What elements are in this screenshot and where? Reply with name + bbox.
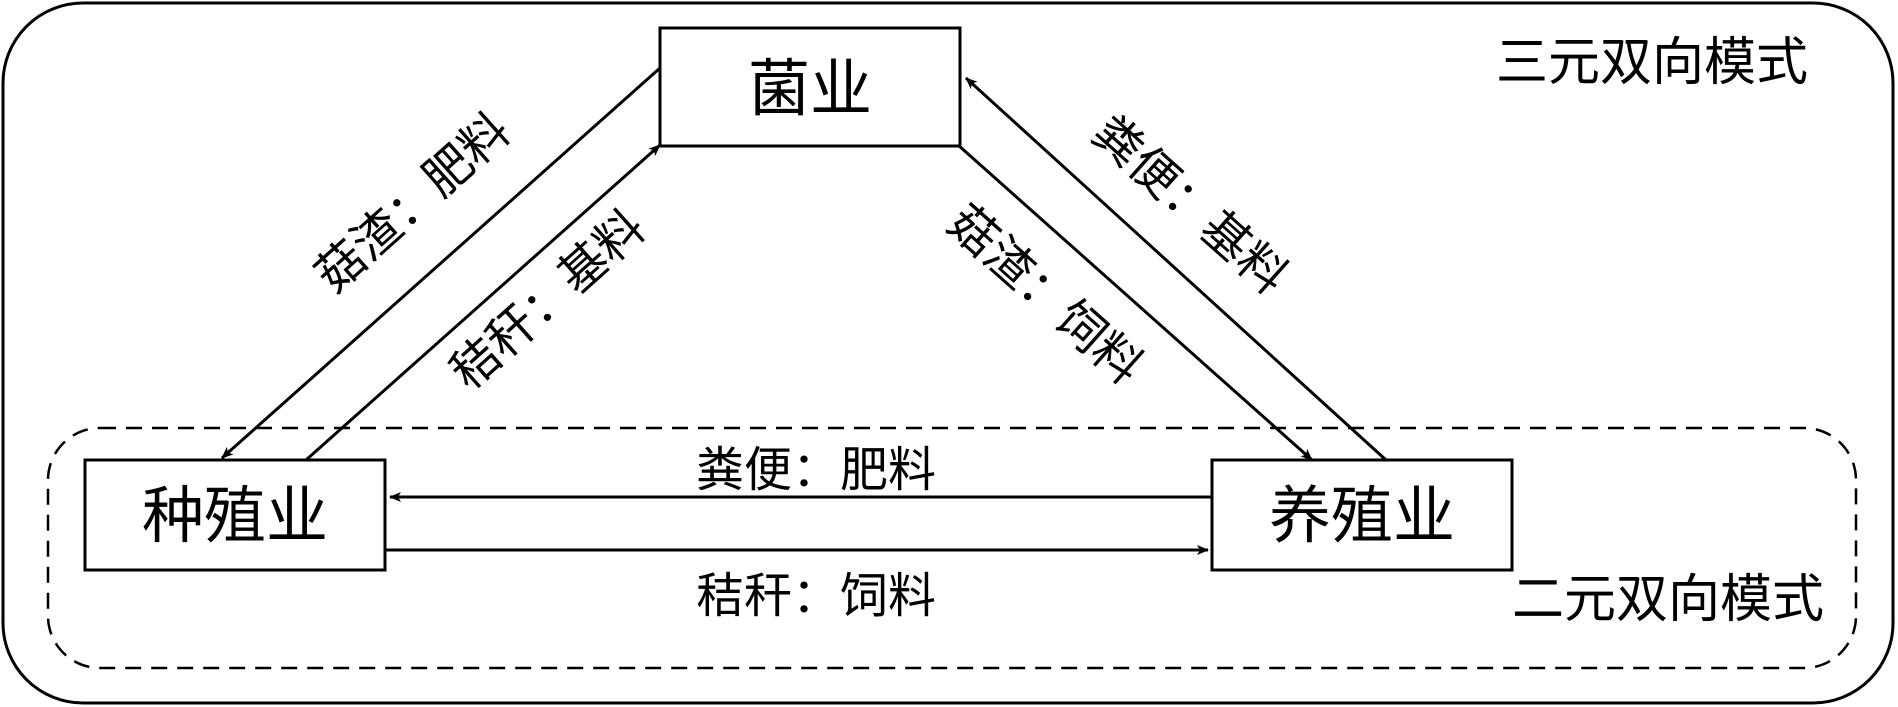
flow-label-fungi-to-planting: 菇渣：肥料 <box>305 102 521 303</box>
arrow-fungi-to-planting <box>221 66 661 460</box>
arrow-planting-to-fungi <box>305 143 661 462</box>
arrow-fungi-to-breeding <box>957 143 1313 462</box>
flow-label-breeding-to-planting: 粪便：肥料 <box>696 442 936 498</box>
node-breeding: 养殖业 <box>1210 458 1514 572</box>
ternary-mode-label: 三元双向模式 <box>1496 33 1808 93</box>
binary-mode-frame <box>46 426 1858 670</box>
flow-label-planting-to-breeding: 秸秆：饲料 <box>696 568 936 624</box>
flow-label-planting-to-fungi: 秸秆：基料 <box>440 199 656 400</box>
node-planting: 种殖业 <box>83 458 387 572</box>
arrow-breeding-to-fungi <box>964 76 1388 462</box>
node-fungi: 菌业 <box>658 26 962 148</box>
flow-label-breeding-to-fungi: 粪便：基料 <box>1082 104 1298 305</box>
node-planting-label: 种殖业 <box>142 479 328 552</box>
node-fungi-label: 菌业 <box>748 52 872 125</box>
node-breeding-label: 养殖业 <box>1269 479 1455 552</box>
flow-label-fungi-to-breeding: 菇渣：饲料 <box>937 194 1153 395</box>
binary-mode-label: 二元双向模式 <box>1512 570 1824 630</box>
